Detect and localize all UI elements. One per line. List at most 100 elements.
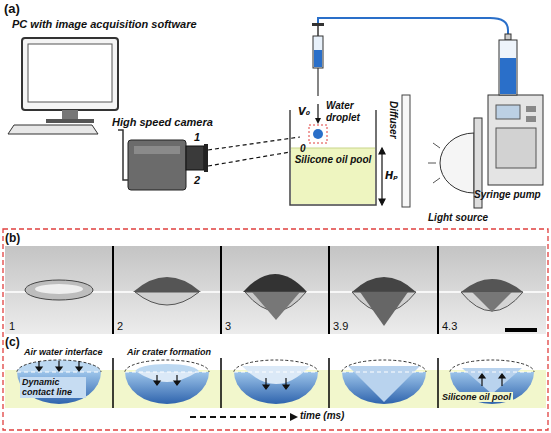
camera-cable bbox=[118, 130, 128, 180]
schematic-strip-part bbox=[348, 366, 420, 402]
pc-monitor-part bbox=[46, 119, 94, 123]
schematic-strip-part bbox=[137, 372, 197, 382]
photo-strip-part bbox=[505, 328, 537, 332]
syringe-pump: Syringe pump bbox=[488, 35, 543, 185]
photo-strip-part bbox=[113, 246, 438, 334]
panel-frame bbox=[3, 229, 548, 430]
annotation-label: 3.9 bbox=[333, 320, 348, 333]
pc-workstation-label: PC with image acquisition software bbox=[12, 18, 197, 31]
photo-strip-part bbox=[133, 277, 201, 292]
photo-strip-part bbox=[461, 279, 523, 292]
schematic-strip-part-part bbox=[17, 372, 101, 404]
schematic-strip-part-part bbox=[479, 374, 485, 378]
water-droplet bbox=[309, 125, 327, 143]
syringe-pump-device-part bbox=[496, 105, 520, 119]
velocity-arrow-part bbox=[315, 118, 321, 124]
panel-frame-part bbox=[3, 229, 548, 430]
photo-strip-part-part bbox=[328, 246, 330, 334]
annotation-label: 2 bbox=[194, 174, 200, 187]
pool-depth-arrow-part bbox=[379, 148, 385, 154]
schematic-strip-part-part bbox=[112, 358, 114, 408]
pool-depth-arrow-part bbox=[379, 199, 385, 205]
schematic-strip-part-part bbox=[263, 385, 269, 389]
schematic-strip-part bbox=[135, 364, 199, 372]
schematic-strip-part bbox=[242, 366, 310, 384]
pc-monitor bbox=[8, 38, 118, 134]
dispensing-syringe-part bbox=[317, 68, 318, 96]
schematic-strip-part-part bbox=[342, 360, 426, 372]
schematic-strip-part-part bbox=[450, 360, 534, 372]
dispensing-syringe-part bbox=[314, 50, 322, 67]
annotation-label: Air water interface bbox=[24, 347, 103, 357]
syringe-pump-device-part bbox=[499, 40, 517, 95]
schematic-strip-part-part bbox=[234, 360, 318, 372]
schematic-strip-part-part bbox=[125, 360, 209, 372]
photo-strip-part bbox=[5, 246, 546, 334]
photo-strip-part bbox=[243, 274, 307, 292]
schematic-strip-part-part bbox=[283, 385, 289, 389]
oil-pool-label: Silicone oil pool bbox=[292, 154, 374, 166]
annotation-label: 3 bbox=[225, 320, 231, 333]
high-speed-camera-part bbox=[128, 140, 186, 190]
high-speed-camera bbox=[128, 140, 208, 190]
light-source-part bbox=[428, 163, 436, 164]
water-droplet-part bbox=[313, 129, 323, 139]
photo-strip-part-part bbox=[112, 246, 114, 334]
pc-monitor-part bbox=[62, 110, 78, 119]
oil-pool-container-part bbox=[291, 148, 375, 204]
velocity-arrow-part bbox=[317, 104, 318, 119]
schematic-strip-part-part bbox=[437, 358, 439, 408]
annotation-label: 4.3 bbox=[442, 320, 457, 333]
schematic-strip-part bbox=[17, 360, 534, 372]
photo-strip-part bbox=[35, 284, 83, 294]
annotation-label: Silicone oil pool bbox=[440, 392, 513, 402]
dispensing-syringe-part bbox=[313, 36, 323, 68]
syringe-pump-device-part bbox=[526, 106, 536, 112]
pool-depth-arrow-part bbox=[381, 153, 382, 200]
dispensing-syringe-part bbox=[312, 23, 324, 26]
annotation-label: Water droplet bbox=[326, 100, 370, 123]
schematic-strip-part-part bbox=[154, 381, 160, 385]
annotation-label: (c) bbox=[5, 336, 20, 350]
light-source-part bbox=[433, 143, 440, 148]
pc-monitor-part bbox=[28, 44, 112, 102]
high-speed-camera-part bbox=[204, 144, 208, 172]
photo-strip bbox=[5, 246, 546, 334]
photo-strip-part bbox=[352, 277, 416, 292]
time-arrow-part bbox=[290, 413, 298, 421]
syringe-pump-device-part bbox=[488, 95, 543, 185]
annotation-label: (b) bbox=[5, 232, 20, 246]
photo-strip-part bbox=[252, 292, 300, 320]
light-source bbox=[428, 118, 482, 208]
view-line-part bbox=[208, 151, 296, 166]
light-source-part bbox=[440, 133, 474, 193]
syringe-pump-device-part bbox=[496, 128, 536, 168]
pool-depth-arrow bbox=[379, 148, 385, 205]
camera-body: High speed camera bbox=[128, 140, 186, 190]
annotation-label: 1 bbox=[194, 131, 200, 144]
dispensing-syringe-part bbox=[318, 18, 508, 34]
photo-strip-part bbox=[25, 280, 93, 300]
pc-monitor-part bbox=[22, 38, 118, 110]
schematic-strip-part-part bbox=[17, 360, 101, 372]
annotation-label: Light source bbox=[428, 212, 488, 224]
view-line-part bbox=[208, 137, 300, 150]
time-arrow-part bbox=[190, 416, 290, 418]
schematic-strip-part-part bbox=[125, 372, 209, 404]
photo-strip-part bbox=[461, 292, 523, 311]
pc-monitor-part bbox=[8, 125, 98, 134]
annotation-label: 2 bbox=[117, 320, 123, 333]
schematic-strip-part-part bbox=[450, 372, 534, 373]
view-line bbox=[208, 137, 300, 166]
schematic-strip-part-part bbox=[234, 372, 318, 373]
annotation-label: 1 bbox=[9, 320, 15, 333]
schematic-strip-part-part bbox=[76, 367, 82, 371]
annotation-label: Air crater formation bbox=[127, 347, 211, 357]
annotation-label: 0 bbox=[300, 143, 306, 155]
schematic-strip-part bbox=[113, 358, 438, 408]
annotation-label: Diffuser bbox=[387, 101, 399, 139]
schematic-strip-part bbox=[17, 360, 101, 372]
time-arrow bbox=[190, 413, 298, 421]
annotation-label: Dynamic contact line bbox=[20, 377, 86, 398]
annotation-label: Hₚ bbox=[385, 170, 398, 182]
